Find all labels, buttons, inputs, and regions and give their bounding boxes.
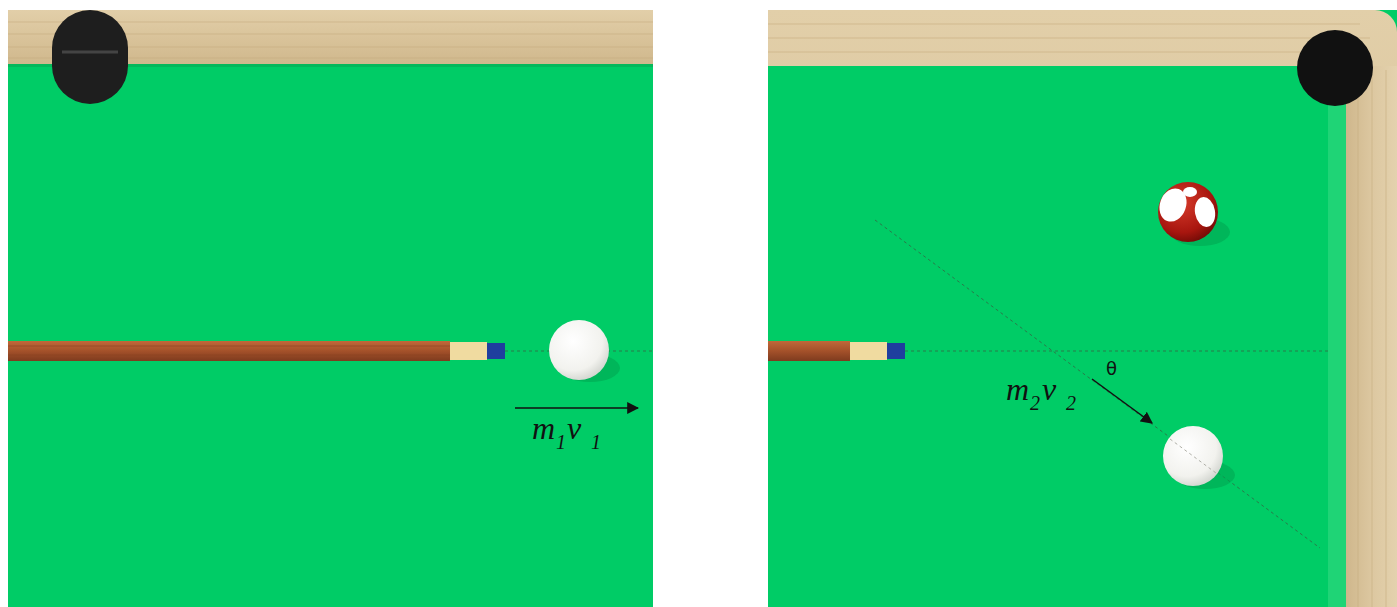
momentum-symbol: m xyxy=(532,412,555,444)
subscript: 2 xyxy=(1066,393,1076,413)
momentum-symbol: m xyxy=(1006,373,1029,405)
subscript: 1 xyxy=(556,432,566,452)
velocity-symbol: v xyxy=(1042,373,1056,405)
subscript: 1 xyxy=(591,432,601,452)
angle-symbol: θ xyxy=(1106,360,1117,378)
velocity-symbol: v xyxy=(567,412,581,444)
subscript: 2 xyxy=(1030,393,1040,413)
